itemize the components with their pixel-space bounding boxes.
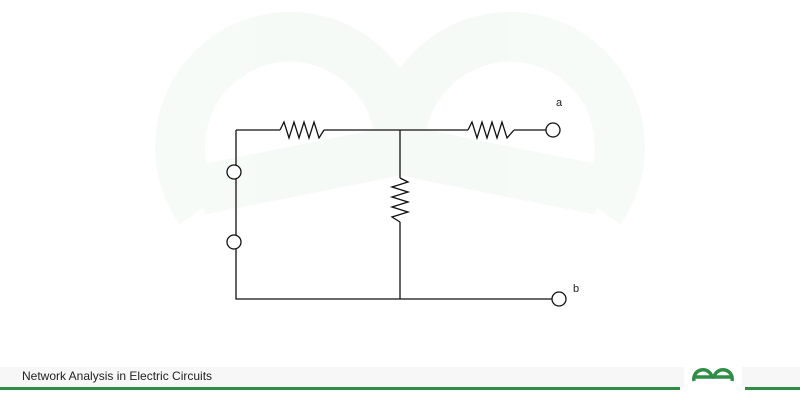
- terminal-a-node: [545, 122, 561, 138]
- source-terminal-top: [226, 164, 242, 180]
- watermark-logo: [155, 11, 645, 225]
- footer-bar: [0, 367, 800, 387]
- terminal-b-node: [551, 291, 567, 307]
- terminal-b-label: b: [573, 283, 580, 295]
- source-terminal-bottom: [226, 234, 242, 250]
- wire-left: [235, 130, 552, 300]
- footer-divider-right: [745, 387, 800, 390]
- footer-divider-left: [0, 387, 680, 390]
- resistor-2: [389, 177, 411, 223]
- resistor-1: [279, 119, 325, 141]
- resistor-3: [467, 119, 515, 141]
- gfg-logo-icon: [692, 368, 734, 382]
- gfg-logo: [684, 363, 742, 393]
- footer-title: Network Analysis in Electric Circuits: [22, 369, 213, 383]
- terminal-a-label: a: [556, 97, 563, 109]
